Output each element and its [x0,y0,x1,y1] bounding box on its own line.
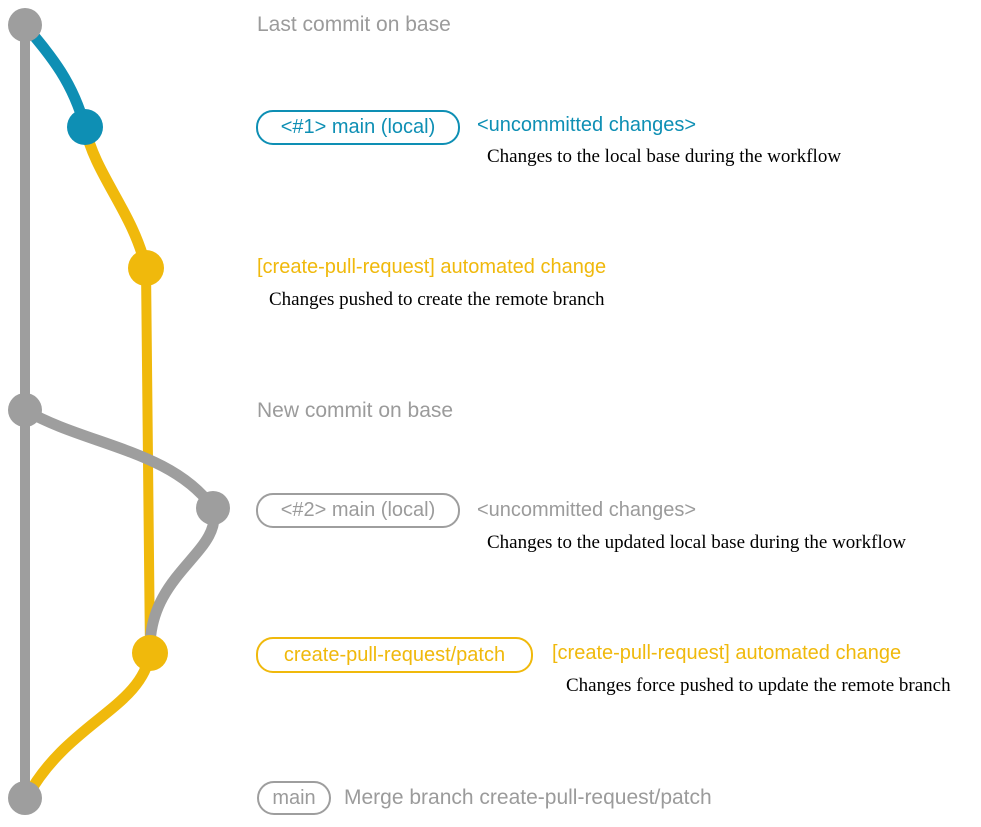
commit-node-automated-2 [132,635,168,671]
badge-main-local-2-text: <#2> main (local) [280,499,436,521]
label-uncommitted-changes-1: <uncommitted changes> [477,114,697,136]
edge-patch-to-merge [21,647,156,803]
badge-main-local-2: <#2> main (local) [256,493,460,528]
commit-node-uncommitted-2 [196,491,230,525]
badge-main-local-1-text: <#1> main (local) [280,116,436,138]
description-automated-change-2: Changes force pushed to update the remot… [566,675,951,696]
description-uncommitted-changes-1: Changes to the local base during the wor… [487,146,842,167]
label-uncommitted-changes-2: <uncommitted changes> [477,499,697,521]
commit-node-automated-1 [128,250,164,286]
description-automated-change-1: Changes pushed to create the remote bran… [269,289,605,310]
badge-create-pull-request-patch: create-pull-request/patch [256,637,533,673]
commit-node-last-base [8,8,42,42]
label-last-commit-on-base: Last commit on base [257,13,451,36]
badge-main-local-1: <#1> main (local) [256,110,460,145]
commit-node-new-base [8,393,42,427]
commit-node-uncommitted-1 [67,109,103,145]
commit-graph [8,8,230,815]
badge-main-text: main [272,786,316,809]
edge-local1-to-patch [79,121,152,274]
edge-base-to-local2 [19,404,219,514]
label-merge-branch: Merge branch create-pull-request/patch [344,786,712,809]
label-automated-change-1: [create-pull-request] automated change [257,256,607,278]
badge-main: main [257,781,331,815]
description-uncommitted-changes-2: Changes to the updated local base during… [487,532,906,553]
label-automated-change-2: [create-pull-request] automated change [552,642,902,664]
edge-local2-to-patch [144,502,220,654]
label-new-commit-on-base: New commit on base [257,399,454,422]
commit-node-merge [8,781,42,815]
badge-create-pull-request-patch-text: create-pull-request/patch [283,643,506,666]
